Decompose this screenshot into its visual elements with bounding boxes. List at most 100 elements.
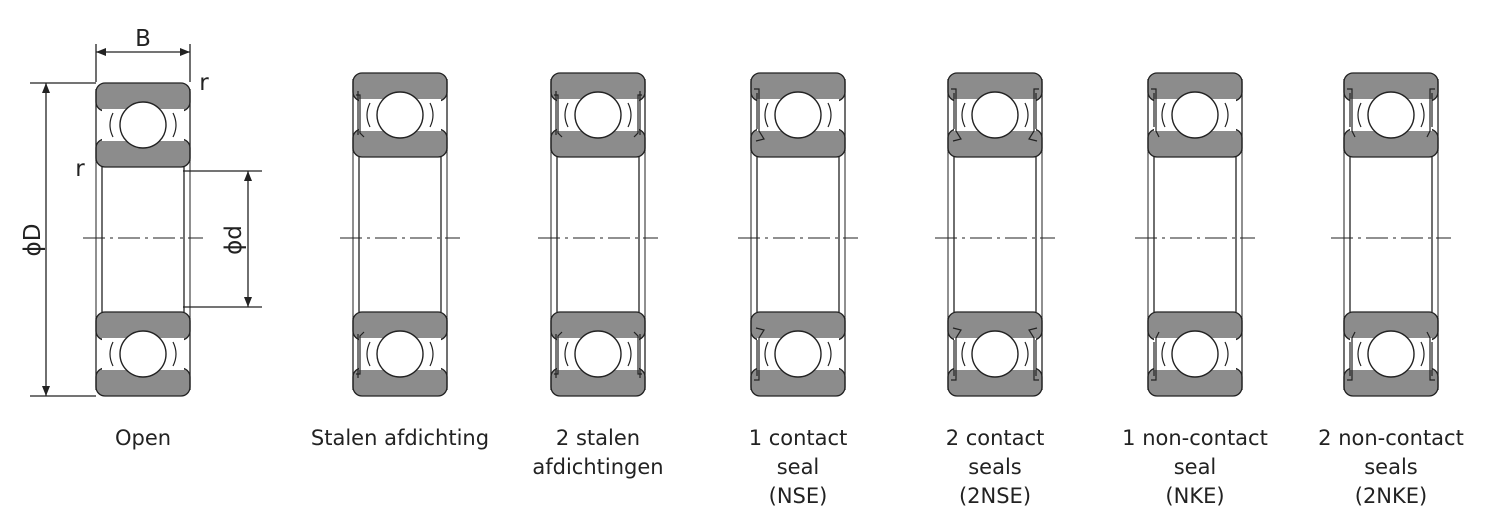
bearing-lower-section [352, 311, 448, 397]
bearing-upper-section [352, 72, 448, 158]
caption-nse: 1 contact seal (NSE) [698, 424, 898, 511]
cage [366, 341, 434, 367]
contact-seal-profile [951, 327, 962, 381]
caption-line: Stalen afdichting [310, 426, 490, 450]
cage [764, 102, 832, 128]
ball [971, 330, 1019, 378]
caption-line: (NSE) [768, 484, 828, 508]
steel-shield-profile [633, 91, 642, 138]
cage [764, 341, 832, 367]
ball [574, 91, 622, 139]
cage [1357, 102, 1425, 128]
cage [109, 112, 177, 138]
bearing-lower-section [1147, 311, 1243, 397]
contact-seal-profile [754, 327, 765, 381]
bore-arrow-top [244, 171, 252, 181]
caption-line: 1 contact [748, 426, 848, 450]
seal-right [1347, 331, 1356, 381]
caption-line: (2NKE) [1354, 484, 1428, 508]
ball [774, 91, 822, 139]
steel-shield-profile [356, 91, 365, 138]
seal-right [951, 88, 962, 142]
ball [1171, 330, 1219, 378]
seal-left [633, 331, 642, 378]
ball [1367, 91, 1415, 139]
bearing-nke [1135, 72, 1255, 397]
cage [1357, 341, 1425, 367]
bearing-upper-section [750, 72, 846, 158]
bearing-upper-section [95, 82, 191, 168]
bearing-2nse [935, 72, 1055, 397]
steel-shield-profile [356, 331, 365, 378]
seal-right [356, 331, 365, 378]
caption-line: afdichtingen [532, 455, 664, 479]
caption-line: Open [114, 426, 172, 450]
caption-2-stalen-afdichtingen: 2 stalen afdichtingen [498, 424, 698, 482]
caption-2nse: 2 contact seals (2NSE) [895, 424, 1095, 511]
caption-line: seals [968, 455, 1022, 479]
steel-shield-profile [554, 91, 563, 138]
width-arrow-left [96, 48, 106, 56]
bearing-open [83, 82, 203, 397]
cage [961, 341, 1029, 367]
cage [564, 341, 632, 367]
seal-right [754, 327, 765, 381]
caption-stalen-afdichting: Stalen afdichting [300, 424, 500, 453]
bearing-upper-section [550, 72, 646, 158]
bearing-nse [738, 72, 858, 397]
outer-diameter-arrow-top [42, 83, 50, 93]
caption-2nke: 2 non-contact seals (2NKE) [1291, 424, 1491, 511]
contact-seal-profile [1028, 88, 1039, 142]
caption-line: (NKE) [1165, 484, 1225, 508]
non-contact-seal-profile [1151, 331, 1160, 381]
bearing-lower-section [95, 311, 191, 397]
radius-label-top: r [199, 70, 209, 96]
seal-right [554, 331, 563, 378]
width-label: B [135, 26, 151, 52]
ball [376, 330, 424, 378]
radius-label-left: r [75, 156, 85, 182]
non-contact-seal-profile [1347, 88, 1356, 138]
cage [109, 341, 177, 367]
dimension-annotations [30, 44, 262, 397]
caption-line: 2 non-contact [1318, 426, 1464, 450]
caption-open: Open [43, 424, 243, 453]
ball [376, 91, 424, 139]
seal-right [356, 91, 365, 138]
bearing-upper-section [1147, 72, 1243, 158]
caption-line: seals [1364, 455, 1418, 479]
seal-right [554, 91, 563, 138]
seal-left [1028, 88, 1039, 142]
seal-right [1151, 331, 1160, 381]
ball [1367, 330, 1415, 378]
bearing-lower-section [750, 311, 846, 397]
seal-left [633, 91, 642, 138]
ball [119, 330, 167, 378]
steel-shield-profile [633, 331, 642, 378]
ball [1171, 91, 1219, 139]
bearing-upper-section [1343, 72, 1439, 158]
outer-diameter-arrow-bottom [42, 386, 50, 396]
contact-seal-profile [951, 88, 962, 142]
caption-line: 2 contact [945, 426, 1045, 450]
caption-line: (2NSE) [958, 484, 1032, 508]
seal-right [754, 88, 765, 142]
seal-left [1426, 88, 1435, 138]
bearing-2-stalen-afdichtingen [538, 72, 658, 397]
bearing-drawings [83, 72, 1451, 397]
bearing-lower-section [550, 311, 646, 397]
caption-line: 2 stalen [555, 426, 641, 450]
cage [961, 102, 1029, 128]
non-contact-seal-profile [1151, 88, 1160, 138]
ball [119, 101, 167, 149]
caption-line: seal [776, 455, 820, 479]
ball [971, 91, 1019, 139]
cage [564, 102, 632, 128]
contact-seal-profile [1028, 327, 1039, 381]
bore-diameter-label: ϕd [221, 225, 247, 255]
non-contact-seal-profile [1426, 88, 1435, 138]
seal-right [1151, 88, 1160, 138]
cage [1161, 102, 1229, 128]
